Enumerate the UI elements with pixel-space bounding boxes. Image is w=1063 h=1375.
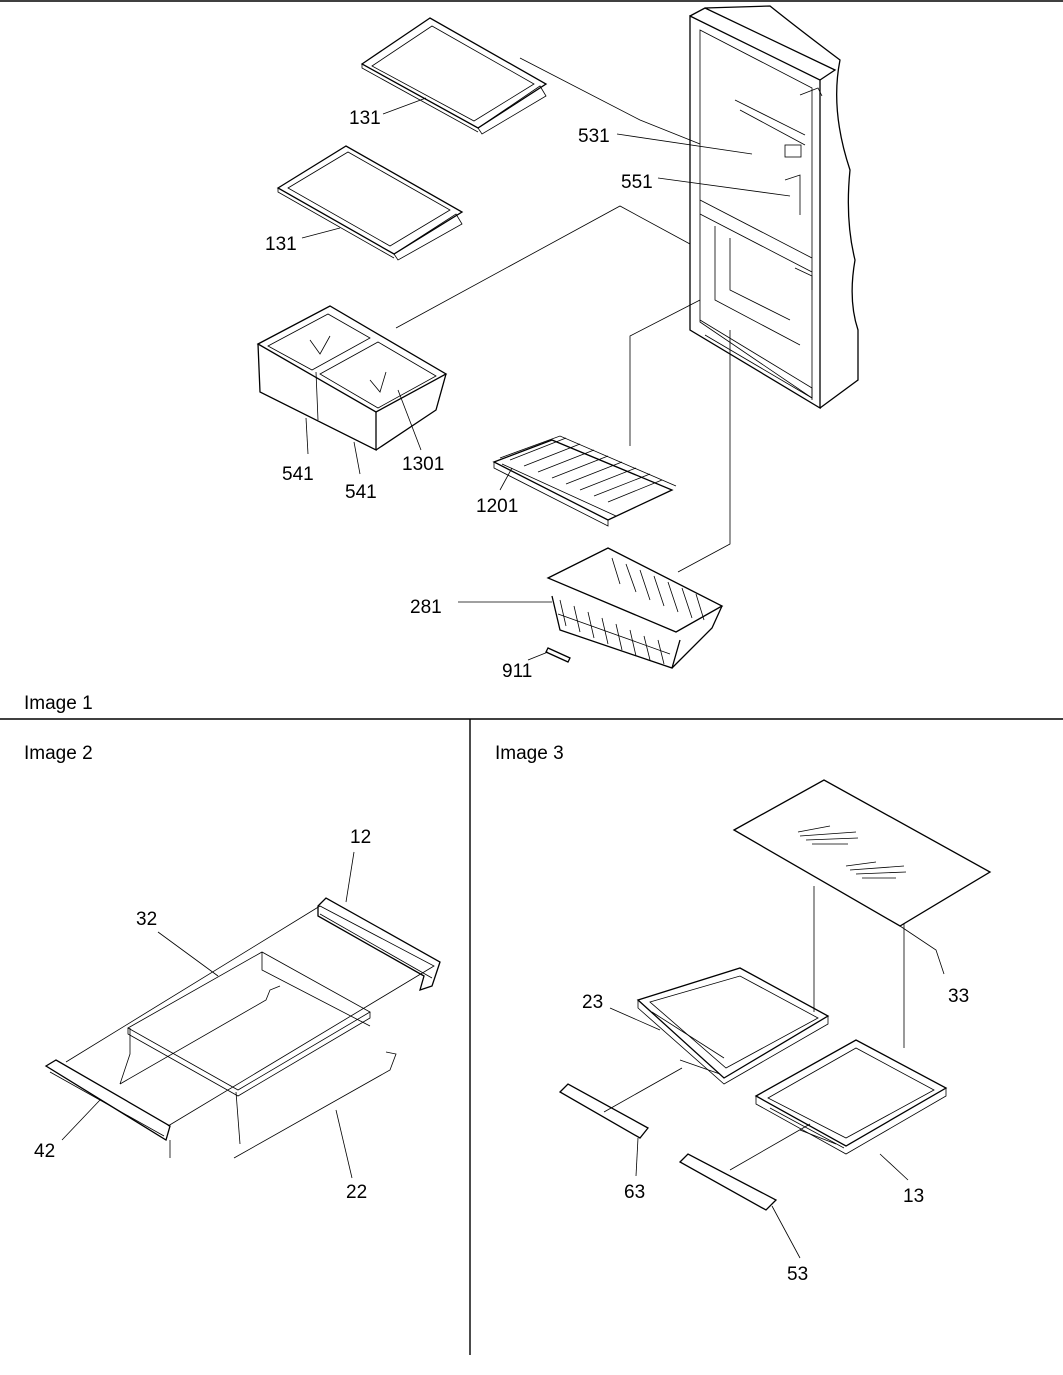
glass-panel-33 <box>732 779 992 927</box>
caption-image-1: Image 1 <box>24 693 93 714</box>
callout-33: 33 <box>948 986 969 1007</box>
shelf-131-middle <box>276 145 464 261</box>
shelf-frame-23 <box>636 967 830 1085</box>
callout-281: 281 <box>410 597 442 618</box>
refrigerator-cabinet <box>689 5 859 410</box>
wire-basket-281 <box>546 547 724 669</box>
wire-shelf-1201 <box>492 435 677 527</box>
callout-551: 551 <box>621 172 653 193</box>
callout-541-left: 541 <box>282 464 314 485</box>
trim-53 <box>678 1153 778 1211</box>
image3-leader-lines <box>603 886 945 1259</box>
callout-531: 531 <box>578 126 610 147</box>
caption-image-2: Image 2 <box>24 743 93 764</box>
callout-131-top: 131 <box>349 108 381 129</box>
shelf-frame-13 <box>754 1039 948 1155</box>
callout-12: 12 <box>350 827 371 848</box>
divider-911 <box>545 647 571 663</box>
image3-callouts: Image 3 23 33 63 13 53 <box>495 743 969 1285</box>
caption-image-3: Image 3 <box>495 743 564 764</box>
callout-32: 32 <box>136 909 157 930</box>
callout-63: 63 <box>624 1182 645 1203</box>
callout-1301: 1301 <box>402 454 444 475</box>
image1-callouts: 131 131 531 551 541 541 1301 1201 281 91… <box>24 108 653 714</box>
callout-42: 42 <box>34 1141 55 1162</box>
callout-911: 911 <box>502 661 532 682</box>
shelf-assembly-image2 <box>44 897 441 1159</box>
image2-leader-lines <box>61 851 355 1179</box>
callout-13: 13 <box>903 1186 924 1207</box>
callout-53: 53 <box>787 1264 808 1285</box>
callout-541-right: 541 <box>345 482 377 503</box>
image2-callouts: Image 2 12 32 42 22 <box>24 743 371 1203</box>
callout-23: 23 <box>582 992 603 1013</box>
image1-leader-lines <box>301 57 791 661</box>
shelf-131-top <box>360 17 548 135</box>
callout-1201: 1201 <box>476 496 518 517</box>
callout-131-middle: 131 <box>265 234 297 255</box>
callout-22: 22 <box>346 1182 367 1203</box>
crisper-drawers-541 <box>256 305 448 452</box>
trim-63 <box>558 1083 649 1139</box>
